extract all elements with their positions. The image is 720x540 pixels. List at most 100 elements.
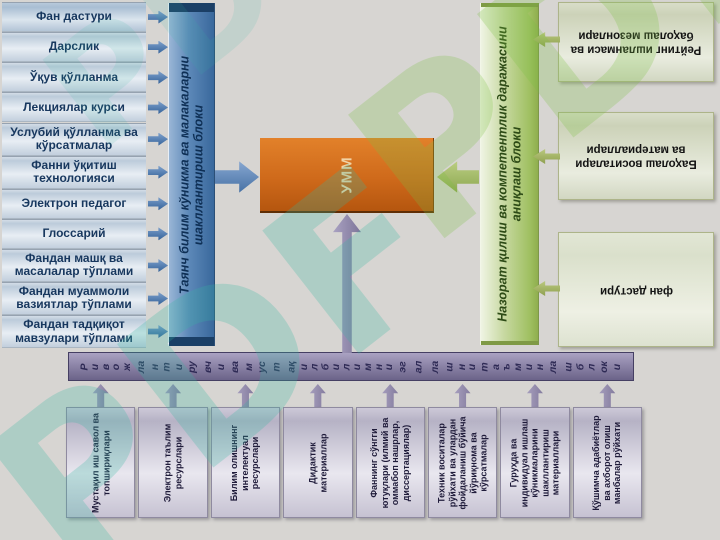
development-block-title-char: ла: [135, 360, 148, 373]
development-block-title-char: н: [533, 363, 546, 370]
development-block-title-char: и: [611, 363, 624, 370]
development-block-title-char: м: [242, 362, 255, 371]
bottom-resource-box: Гуруҳда ва индивидуал ишлаш кўникмаларин…: [500, 407, 570, 518]
left-resource-box: Фандан муаммоли вазиятлар тўплами: [2, 282, 146, 315]
bottom-resource-box: Фаннинг сўнгги ютуқлари (илмий ва оммабо…: [355, 407, 425, 518]
left-resource-box: Фандан машқ ва масалалар тўплами: [2, 249, 146, 282]
bottom-resource-label: Техник воситалар рўйхати ва улардан фойд…: [436, 415, 489, 510]
left-resource-box: Лекциялар курси: [2, 92, 146, 123]
development-block-title-char: ъ: [500, 362, 513, 371]
left-resource-label: Фандан муаммоли вазиятлар тўплами: [16, 284, 132, 312]
left-resource-row: Фанни ўқитиш технологияси: [2, 155, 168, 189]
right-arrow-icon: [148, 70, 168, 84]
bottom-resource-column: Гуруҳда ва индивидуал ишлаш кўникмаларин…: [500, 384, 570, 518]
left-resource-label: Фанни ўқитиш технологияси: [31, 157, 117, 186]
right-arrow-icon: [148, 291, 168, 305]
bottom-resource-label: Дидактик материаллар: [307, 433, 328, 492]
up-arrow-icon: [165, 384, 182, 407]
bottom-resource-box: Техник воситалар рўйхати ва улардан фойд…: [427, 407, 498, 518]
development-block-title-char: и: [215, 363, 228, 370]
development-block-title-char: ок: [598, 360, 611, 373]
bottom-resource-label: Гуруҳда ва индивидуал ишлаш кўникмаларин…: [508, 418, 561, 507]
left-resource-box: Фанни ўқитиш технологияси: [2, 155, 146, 189]
bottom-resource-column: Билим олишнинг интелектуал ресурслари: [210, 384, 281, 518]
bottom-resource-column: Фаннинг сўнгги ютуқлари (илмий ва оммабо…: [355, 384, 425, 518]
bottom-resource-box: Қўшимча адабиётлар ва ахборот олиш манба…: [572, 407, 642, 518]
left-resource-box: Глоссарий: [2, 218, 146, 249]
left-resource-row: Ўқув қўлланма: [2, 62, 168, 93]
development-block-title-char: и: [383, 363, 396, 370]
development-block-title-char: т: [160, 361, 173, 372]
left-resource-label: Фандан машқ ва масалалар тўплами: [14, 251, 134, 279]
umm-center-box: УММ: [260, 138, 434, 213]
subject-program-box: фан дастури: [558, 232, 714, 347]
left-resource-row: Глоссарий: [2, 218, 168, 249]
assessment-tools-box: Баҳолаш воситалари ва материаллари: [558, 112, 714, 200]
development-block-title-char: ус: [256, 360, 269, 373]
bottom-resource-column: Қўшимча адабиётлар ва ахборот олиш манба…: [572, 384, 642, 518]
development-block-title-char: ру: [185, 360, 198, 373]
development-block-title-char: ақ: [285, 360, 298, 373]
development-block-title-char: и: [172, 363, 185, 370]
right-arrow-icon: [148, 197, 168, 211]
bottom-resource-label: Мустақил иш савол ва топшириқлари: [90, 412, 111, 513]
left-resource-row: Фандан муаммоли вазиятлар тўплами: [2, 282, 168, 315]
left-resources-column: Фан дастури Дарслик Ўқув қўлланма: [2, 2, 168, 348]
development-block-title-char: ла: [429, 360, 442, 373]
left-resource-label: Дарслик: [48, 39, 100, 54]
control-block-title: Назорат қилиш ва компетентлик даражасини…: [495, 26, 524, 322]
left-resource-label: Фандан тадқиқот мавзулари тўплами: [15, 317, 133, 345]
bottom-resource-column: Техник воситалар рўйхати ва улардан фойд…: [427, 384, 498, 518]
development-block-title-char: эг: [396, 360, 409, 373]
left-resource-box: Фандан тадқиқот мавзулари тўплами: [2, 315, 146, 348]
bottom-resource-box: Билим олишнинг интелектуал ресурслари: [210, 407, 281, 518]
basic-knowledge-block-title: Таянч билим кўникма ва малакаларни шаклл…: [177, 55, 206, 294]
bottom-resource-label: Билим олишнинг интелектуал ресурслари: [229, 424, 261, 501]
left-resource-row: Фандан машқ ва масалалар тўплами: [2, 249, 168, 282]
development-block-bar: Р и в о ж ла н т и ру вч и ва м ус: [68, 352, 634, 381]
rating-box-label: Рейтинг ишланмаси ва баҳолаш мезонлари: [570, 30, 702, 56]
green-left-arrow-icon: [437, 161, 479, 193]
development-block-title-char: т: [478, 361, 491, 372]
left-resource-label: Фан дастури: [36, 9, 112, 24]
right-arrow-icon: [148, 100, 168, 114]
bottom-resource-column: Мустақил иш савол ва топшириқлари: [66, 384, 136, 518]
left-resource-row: Электрон педагог: [2, 188, 168, 219]
bottom-resource-label: Қўшимча адабиётлар ва ахборот олиш манба…: [591, 414, 623, 511]
bottom-resource-label: Электрон таълим ресурслари: [162, 423, 184, 502]
rating-box: Рейтинг ишланмаси ва баҳолаш мезонлари: [558, 2, 714, 82]
bottom-resource-column: Дидактик материаллар: [283, 384, 353, 518]
development-block-title-char: ж: [121, 362, 134, 371]
right-arrow-icon: [148, 40, 168, 54]
blue-right-arrow-icon: [215, 161, 259, 193]
development-block-title-char: ва: [228, 360, 241, 373]
up-arrow-icon: [454, 384, 471, 407]
left-resource-label: Услубий қўлланма ва кўрсатмалар: [10, 124, 138, 153]
left-resource-box: Электрон педагог: [2, 188, 146, 219]
up-arrow-icon: [309, 384, 326, 407]
left-resource-label: Глоссарий: [42, 226, 106, 241]
up-arrow-icon: [382, 384, 399, 407]
left-resource-box: Дарслик: [2, 32, 146, 63]
bottom-resource-box: Мустақил иш савол ва топшириқлари: [66, 407, 136, 518]
left-resource-label: Ўқув қўлланма: [29, 69, 119, 84]
development-block-title-char: и: [466, 363, 479, 370]
development-block-title-char: ла: [547, 360, 560, 373]
up-arrow-icon: [92, 384, 109, 407]
development-block-title-char: ш: [562, 361, 575, 372]
right-arrow-icon: [148, 132, 168, 146]
assessment-tools-label: Баҳолаш воситалари ва материаллари: [575, 144, 697, 170]
left-resource-row: Лекциялар курси: [2, 92, 168, 123]
development-block-title-char: ш: [444, 361, 456, 372]
development-block-title-char: вч: [202, 360, 215, 373]
left-resource-row: Фан дастури: [2, 2, 168, 32]
bottom-resource-column: Электрон таълим ресурслари: [138, 384, 208, 518]
purple-up-arrow-icon: [333, 214, 361, 353]
umm-label: УММ: [337, 155, 355, 194]
left-resource-row: Фандан тадқиқот мавзулари тўплами: [2, 315, 168, 348]
bottom-resource-box: Электрон таълим ресурслари: [138, 407, 208, 518]
development-block-title-char: л: [584, 363, 597, 370]
development-block-title-char: ал: [412, 360, 425, 373]
up-arrow-icon: [237, 384, 254, 407]
